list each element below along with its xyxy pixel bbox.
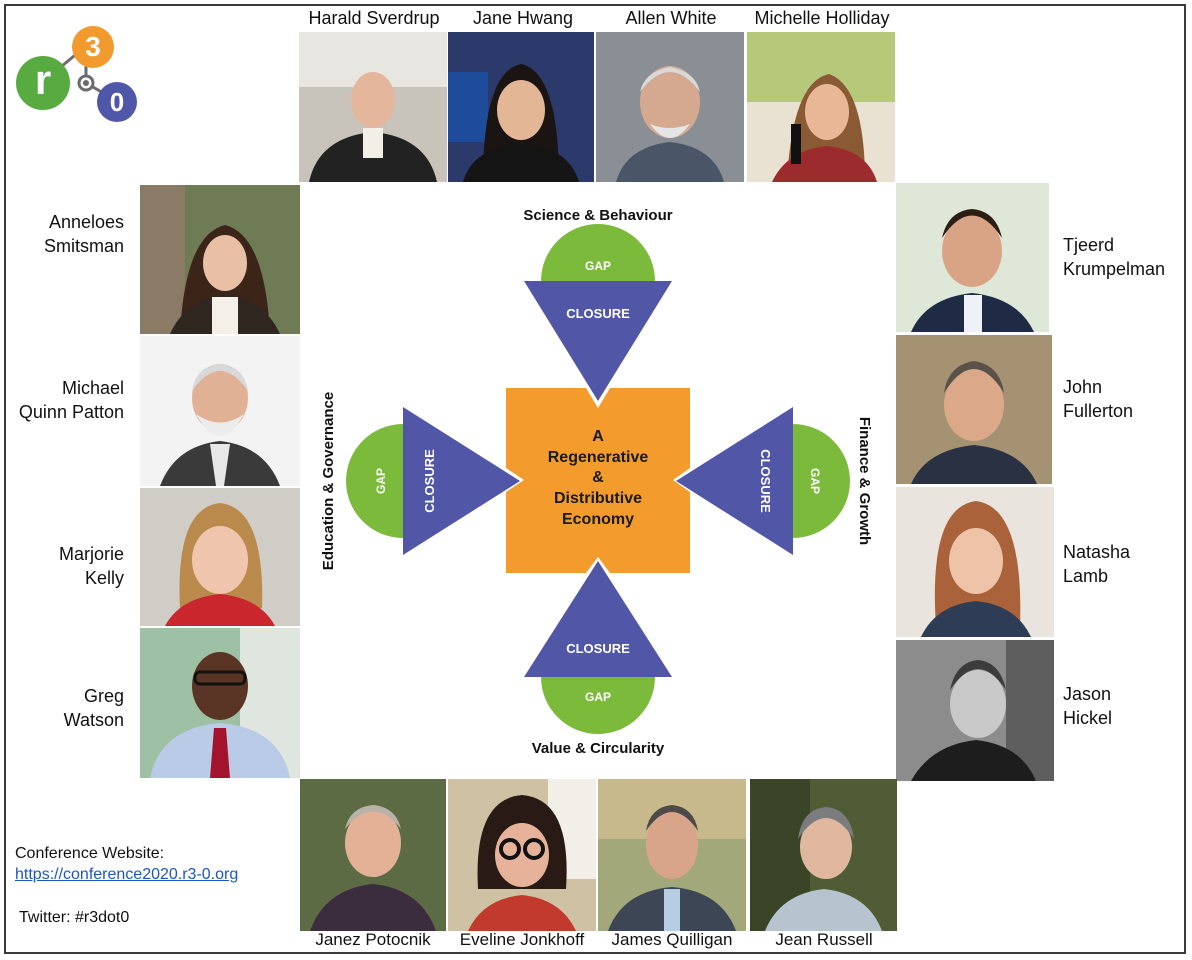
speaker-photo-harald-sverdrup: [299, 32, 447, 182]
speaker-photo-marjorie-kelly: [140, 488, 300, 626]
gap-label-right: GAP: [808, 468, 822, 494]
speaker-photo-michael-quinn-patton: [140, 336, 300, 486]
logo-letter-r: r: [16, 56, 70, 110]
speaker-photo-anneloes-smitsman: [140, 185, 300, 334]
speaker-name-jane-hwang: Jane Hwang: [472, 8, 574, 28]
speaker-photo-jason-hickel: [896, 640, 1054, 781]
closure-label-bottom: CLOSURE: [566, 641, 630, 656]
center-label-line-4: Distributive: [554, 490, 642, 507]
gap-closure-diagram: A Regenerative & Distributive Economy Sc…: [300, 183, 896, 779]
gap-label-bottom: GAP: [585, 690, 611, 704]
closure-triangle-right: [676, 407, 793, 555]
speaker-name-james-quilligan: James Quilligan: [611, 930, 733, 949]
speaker-photo-jane-hwang: [448, 32, 594, 182]
axis-label-left: Education & Governance: [320, 392, 337, 570]
axis-label-top: Science & Behaviour: [523, 207, 672, 224]
center-label-line-5: Economy: [562, 511, 634, 528]
gap-semicircle-right: [793, 424, 850, 538]
speaker-name-allen-white: Allen White: [625, 8, 717, 28]
axis-label-bottom: Value & Circularity: [532, 740, 665, 757]
gap-label-top: GAP: [585, 259, 611, 273]
speaker-name-jean-russell: Jean Russell: [775, 930, 873, 949]
closure-triangle-bottom: [524, 561, 672, 677]
speaker-name-anneloes-smitsman: Anneloes Smitsman: [43, 212, 124, 256]
speaker-photo-natasha-lamb: [896, 487, 1054, 637]
speaker-name-eveline-jonkhoff: Eveline Jonkhoff: [459, 930, 585, 949]
r3-0-logo[interactable]: 3 r 0: [14, 26, 140, 126]
closure-label-top: CLOSURE: [566, 306, 630, 321]
speaker-name-natasha-lamb: Natasha Lamb: [1063, 542, 1131, 586]
speaker-photo-james-quilligan: [598, 779, 746, 931]
speaker-name-jason-hickel: Jason Hickel: [1063, 684, 1113, 728]
conference-website-link[interactable]: https://conference2020.r3-0.org: [15, 866, 239, 883]
speaker-photo-eveline-jonkhoff: [448, 779, 596, 931]
speaker-photo-jean-russell: [750, 779, 897, 931]
speaker-photo-john-fullerton: [896, 335, 1052, 484]
speaker-photo-michelle-holliday: [747, 32, 895, 182]
speaker-name-marjorie-kelly: Marjorie Kelly: [58, 544, 124, 588]
speaker-name-janez-potocnik: Janez Potocnik: [315, 930, 431, 949]
speaker-name-john-fullerton: John Fullerton: [1063, 377, 1134, 421]
logo-digit-3: 3: [72, 26, 114, 68]
speaker-name-michelle-holliday: Michelle Holliday: [754, 8, 890, 28]
speaker-photo-janez-potocnik: [300, 779, 446, 931]
twitter-handle: Twitter: #r3dot0: [19, 909, 130, 926]
center-economy-block: [506, 388, 690, 573]
speaker-name-greg-watson: Greg Watson: [63, 686, 124, 730]
speaker-name-tjeerd-krumpelman: Tjeerd Krumpelman: [1063, 235, 1166, 279]
closure-label-left: CLOSURE: [422, 449, 437, 513]
center-label-line-1: A: [592, 428, 604, 445]
closure-label-right: CLOSURE: [758, 449, 773, 513]
gap-label-left: GAP: [374, 468, 388, 494]
page-frame: [4, 4, 1186, 954]
speaker-photo-greg-watson: [140, 628, 300, 778]
speaker-name-harald-sverdrup: Harald Sverdrup: [308, 8, 440, 28]
closure-triangle-top: [524, 281, 672, 401]
gap-semicircle-top: [541, 224, 655, 281]
conference-website-label: Conference Website:: [15, 845, 165, 862]
center-label-line-3: &: [592, 469, 604, 486]
gap-semicircle-bottom: [541, 677, 655, 734]
speaker-photo-allen-white: [596, 32, 744, 182]
closure-triangle-left: [403, 407, 520, 555]
gap-semicircle-left: [346, 424, 403, 538]
axis-label-right: Finance & Growth: [856, 417, 873, 545]
speaker-photo-tjeerd-krumpelman: [896, 183, 1049, 332]
center-label-line-2: Regenerative: [548, 449, 649, 466]
logo-digit-0: 0: [97, 82, 137, 122]
speaker-name-michael-quinn-patton: Michael Quinn Patton: [18, 378, 124, 422]
